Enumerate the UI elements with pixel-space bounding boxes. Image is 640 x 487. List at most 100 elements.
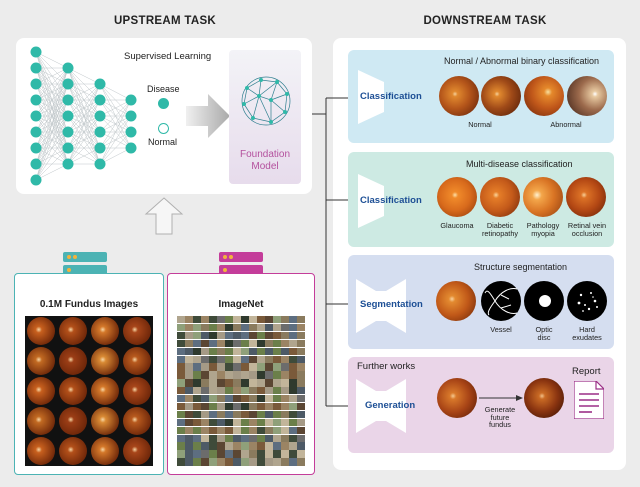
- imagenet-tile: [193, 379, 201, 387]
- imagenet-tile: [209, 442, 217, 450]
- imagenet-tile: [193, 355, 201, 363]
- imagenet-tile: [257, 442, 265, 450]
- imagenet-tile: [265, 426, 273, 434]
- imagenet-tile: [201, 418, 209, 427]
- report-label: Report: [572, 366, 601, 377]
- imagenet-tile: [225, 363, 233, 371]
- imagenet-tile: [193, 316, 201, 324]
- imagenet-tile: [201, 458, 209, 466]
- encoder-shape-icon: [358, 174, 384, 228]
- imagenet-tile: [273, 379, 281, 387]
- imagenet-tile: [233, 355, 241, 363]
- imagenet-tile: [289, 339, 297, 348]
- imagenet-tile: [177, 442, 185, 450]
- imagenet-tile: [177, 458, 185, 466]
- fundus-thumbnail: [91, 377, 119, 405]
- imagenet-tile: [289, 347, 297, 355]
- imagenet-tile: [297, 316, 305, 324]
- imagenet-tile: [273, 331, 281, 340]
- imagenet-tile: [209, 355, 217, 363]
- imagenet-tile: [233, 363, 241, 371]
- imagenet-tile: [297, 458, 305, 466]
- imagenet-tile: [281, 316, 289, 324]
- fundus-dataset-panel: 0.1M Fundus Images: [14, 273, 164, 475]
- imagenet-tile: [185, 347, 193, 355]
- imagenet-tile: [201, 379, 209, 387]
- fundus-thumbnail: [91, 347, 119, 375]
- imagenet-tile: [209, 458, 217, 466]
- fundus-normal-1: [439, 76, 479, 116]
- imagenet-tile: [201, 402, 209, 411]
- card-multi-disease: Classification Multi-disease classificat…: [348, 152, 614, 247]
- nn-node: [30, 78, 42, 90]
- imagenet-tile: [281, 442, 289, 450]
- imagenet-tile: [193, 363, 201, 371]
- imagenet-tile: [225, 379, 233, 387]
- imagenet-tile: [265, 323, 273, 332]
- imagenet-tile: [297, 410, 305, 419]
- arrow-to-foundation-icon: [186, 94, 230, 138]
- imagenet-tile: [265, 331, 273, 340]
- imagenet-tile: [177, 371, 185, 379]
- imagenet-tile: [217, 434, 225, 442]
- imagenet-tile: [241, 434, 249, 442]
- nn-node: [125, 110, 137, 122]
- imagenet-tile: [249, 450, 257, 458]
- optic-disc-mask-icon: [524, 281, 564, 321]
- nn-node: [30, 62, 42, 74]
- nn-node: [30, 174, 42, 186]
- imagenet-tile: [233, 402, 241, 411]
- fundus-thumbnail: [123, 377, 151, 405]
- nn-node: [62, 110, 74, 122]
- caption-abnormal: Abnormal: [550, 120, 582, 129]
- imagenet-tile: [201, 434, 209, 442]
- imagenet-tile: [193, 418, 201, 427]
- nn-node: [94, 142, 106, 154]
- imagenet-tile: [209, 387, 217, 395]
- imagenet-tile: [177, 410, 185, 419]
- imagenet-tile: [297, 418, 305, 427]
- imagenet-tile: [233, 450, 241, 458]
- imagenet-tile: [241, 458, 249, 466]
- imagenet-tile: [249, 418, 257, 427]
- fundus-thumbnail: [27, 437, 55, 465]
- imagenet-tile: [281, 418, 289, 427]
- imagenet-tile: [257, 418, 265, 427]
- fundus-abnormal-2: [567, 76, 607, 116]
- imagenet-tile: [265, 363, 273, 371]
- imagenet-tile: [225, 418, 233, 427]
- imagenet-tile: [265, 434, 273, 442]
- imagenet-tile: [193, 347, 201, 355]
- imagenet-tile: [289, 450, 297, 458]
- nn-node: [30, 46, 42, 58]
- imagenet-tile: [281, 363, 289, 371]
- imagenet-tile: [225, 395, 233, 403]
- imagenet-tile: [289, 331, 297, 340]
- imagenet-tile: [177, 450, 185, 458]
- imagenet-tile: [281, 347, 289, 355]
- imagenet-tile: [273, 387, 281, 395]
- imagenet-tile: [257, 347, 265, 355]
- imagenet-tile: [297, 387, 305, 395]
- imagenet-tile: [289, 442, 297, 450]
- imagenet-tile: [281, 402, 289, 411]
- fundus-glaucoma: [437, 177, 477, 217]
- fundus-current: [437, 378, 477, 418]
- imagenet-tile: [289, 387, 297, 395]
- imagenet-tile: [201, 323, 209, 332]
- imagenet-tile: [209, 363, 217, 371]
- imagenet-tile: [289, 426, 297, 434]
- fundus-thumbnail: [27, 407, 55, 435]
- imagenet-tile: [257, 434, 265, 442]
- imagenet-tile: [233, 387, 241, 395]
- imagenet-tile: [193, 371, 201, 379]
- imagenet-tile: [217, 339, 225, 348]
- imagenet-tile: [249, 363, 257, 371]
- imagenet-tile: [185, 434, 193, 442]
- imagenet-tile: [201, 395, 209, 403]
- imagenet-tile: [281, 323, 289, 332]
- caption-normal: Normal: [468, 120, 492, 129]
- fundus-source-segmentation: [436, 281, 476, 321]
- fundus-future: [524, 378, 564, 418]
- imagenet-tile: [209, 450, 217, 458]
